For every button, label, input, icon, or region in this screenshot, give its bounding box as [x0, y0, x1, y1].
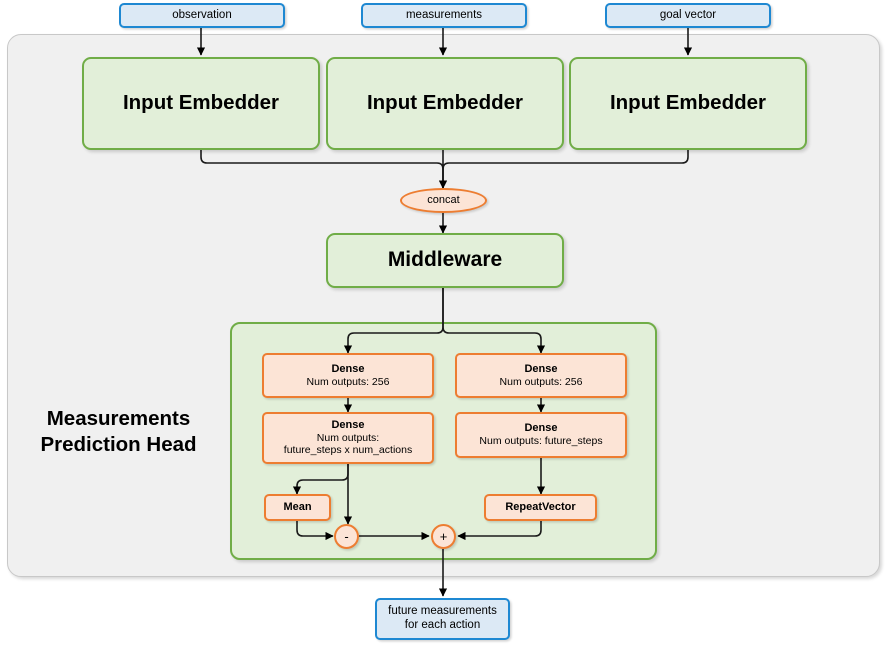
- input-box-measurements[interactable]: measurements: [361, 3, 527, 28]
- dense-right-1[interactable]: Dense Num outputs: 256: [455, 353, 627, 398]
- input-box-observation[interactable]: observation: [119, 3, 285, 28]
- dense-left-1-title: Dense: [331, 362, 365, 375]
- dense-left-2-outputs-label: Num outputs:: [316, 432, 380, 445]
- concat-label: concat: [427, 194, 460, 207]
- mean-label: Mean: [283, 501, 312, 514]
- dense-right-2-title: Dense: [524, 422, 558, 435]
- subtract-operator[interactable]: -: [334, 524, 359, 549]
- mean-node[interactable]: Mean: [264, 494, 331, 521]
- input-embedder-goal-vector[interactable]: Input Embedder: [569, 57, 807, 150]
- input-embedder-measurements[interactable]: Input Embedder: [326, 57, 564, 150]
- prediction-head-label-line1: Measurements: [46, 407, 191, 430]
- input-embedder-observation-label: Input Embedder: [122, 91, 280, 115]
- repeat-vector-label: RepeatVector: [505, 501, 576, 514]
- dense-right-1-outputs: Num outputs: 256: [499, 375, 583, 388]
- concat-node[interactable]: concat: [400, 188, 487, 213]
- prediction-head-label: Measurements Prediction Head: [16, 406, 221, 457]
- dense-left-1[interactable]: Dense Num outputs: 256: [262, 353, 434, 398]
- prediction-head-label-line2: Prediction Head: [40, 432, 197, 456]
- input-box-measurements-label: measurements: [405, 8, 483, 21]
- input-embedder-observation[interactable]: Input Embedder: [82, 57, 320, 150]
- dense-right-1-title: Dense: [524, 362, 558, 375]
- dense-left-1-outputs: Num outputs: 256: [306, 375, 390, 388]
- dense-left-2-title: Dense: [331, 419, 365, 432]
- input-box-goal-vector[interactable]: goal vector: [605, 3, 771, 28]
- middleware-label: Middleware: [387, 248, 503, 272]
- subtract-operator-symbol: -: [344, 528, 349, 544]
- dense-left-2[interactable]: Dense Num outputs: future_steps x num_ac…: [262, 412, 434, 464]
- dense-right-2-outputs: Num outputs: future_steps: [479, 435, 603, 448]
- input-box-goal-vector-label: goal vector: [659, 8, 717, 21]
- dense-left-2-outputs-value: future_steps x num_actions: [283, 444, 413, 457]
- dense-right-2[interactable]: Dense Num outputs: future_steps: [455, 412, 627, 458]
- add-operator[interactable]: +: [431, 524, 456, 549]
- output-box-line1: future measurements: [388, 605, 497, 618]
- input-box-observation-label: observation: [172, 8, 232, 21]
- repeat-vector-node[interactable]: RepeatVector: [484, 494, 597, 521]
- middleware-node[interactable]: Middleware: [326, 233, 564, 288]
- output-box-future-measurements[interactable]: future measurements for each action: [375, 598, 510, 640]
- input-embedder-measurements-label: Input Embedder: [366, 91, 524, 115]
- add-operator-symbol: +: [439, 528, 448, 544]
- input-embedder-goal-vector-label: Input Embedder: [609, 91, 767, 115]
- output-box-line2: for each action: [404, 619, 481, 631]
